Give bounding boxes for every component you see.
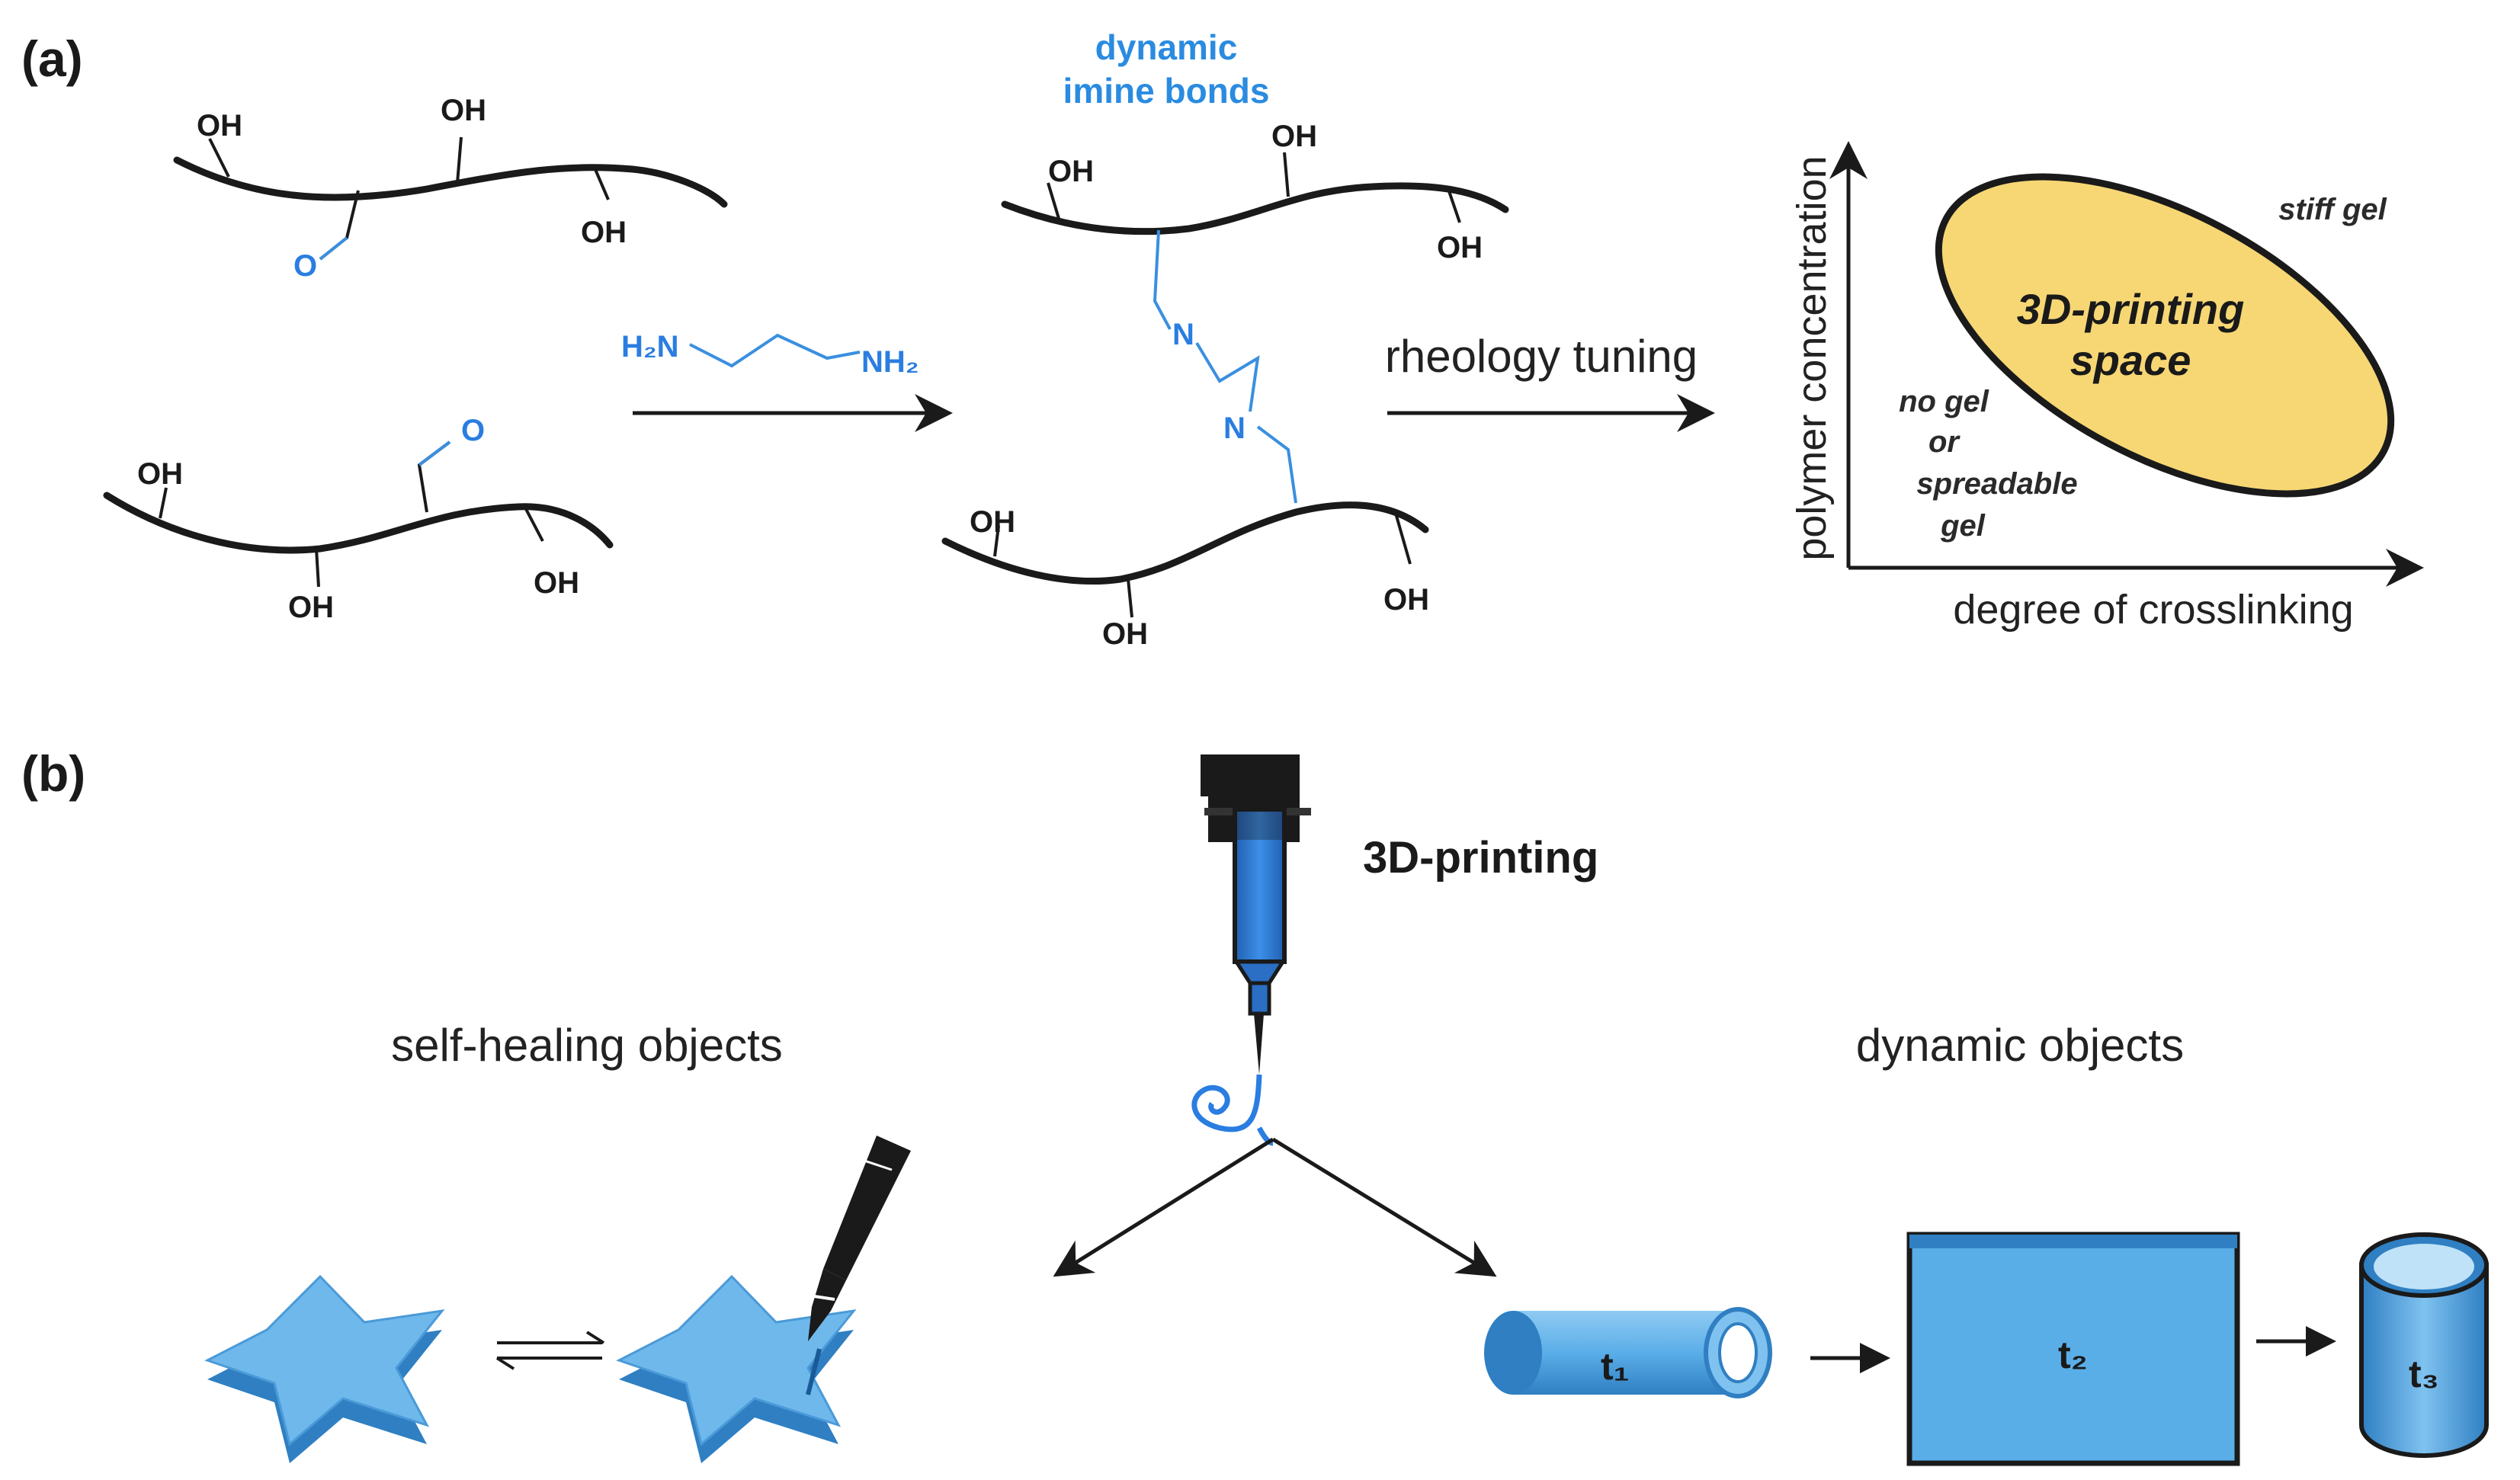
panel-label-b: (b) (21, 745, 85, 802)
arrow-to-self-healing (1053, 1137, 1274, 1277)
oh-label: OH (1383, 583, 1429, 617)
no-gel-line4: gel (1940, 509, 1986, 543)
oh-label: OH (970, 505, 1015, 539)
oh-label: OH (1437, 231, 1483, 264)
oh-label: OH (1271, 120, 1317, 153)
dynamic-objects-label: dynamic objects (1856, 1020, 2184, 1071)
imine-n-label: N (1172, 318, 1194, 351)
dynamic-heading-line2: imine bonds (1063, 71, 1270, 111)
no-gel-line2: or (1928, 425, 1961, 459)
t1-label: t₁ (1601, 1345, 1629, 1388)
oh-label: OH (1102, 617, 1148, 651)
imine-n-label: N (1223, 412, 1246, 445)
no-gel-line3: spreadable (1916, 467, 2077, 501)
aldehyde-o-label: O (293, 249, 317, 283)
y-axis-label: polymer concentration (1789, 155, 1835, 560)
panel-label-a: (a) (21, 30, 83, 87)
tube-icon: t₁ (1484, 1307, 1772, 1398)
aldehyde-o-label: O (461, 414, 485, 447)
nh2-label: NH₂ (861, 345, 919, 379)
t3-label: t₃ (2409, 1353, 2439, 1395)
star-icon (204, 1274, 445, 1463)
rheology-label: rheology tuning (1385, 331, 1698, 382)
diamine-reagent: H₂N NH₂ (621, 330, 919, 379)
arrow-to-dynamic (1271, 1137, 1497, 1277)
x-axis-label: degree of crosslinking (1953, 587, 2353, 633)
t2-label: t₂ (2058, 1334, 2088, 1376)
polymer-chain-1: OH OH OH O (173, 94, 728, 283)
printing-space-ellipse (1935, 173, 2395, 498)
crosslinked-product: OH OH OH N N OH OH OH (941, 120, 1509, 651)
printing-label: 3D-printing (1363, 833, 1598, 883)
scalpel-icon (808, 1136, 911, 1341)
oh-label: OH (441, 94, 486, 127)
no-gel-line1: no gel (1899, 385, 1989, 418)
oh-label: OH (534, 566, 579, 600)
phase-diagram: polymer concentration degree of crosslin… (1789, 141, 2424, 633)
h2n-label: H₂N (621, 330, 679, 364)
oh-label: OH (581, 216, 627, 249)
oh-label: OH (197, 109, 242, 143)
polymer-chain-2: OH OH OH O (103, 414, 614, 624)
stiff-gel-label: stiff gel (2278, 193, 2387, 226)
syringe-icon (1191, 754, 1311, 1146)
dynamic-heading-line1: dynamic (1095, 27, 1238, 67)
printing-space-line1: 3D-printing (2017, 285, 2245, 333)
self-healing-label: self-healing objects (391, 1020, 783, 1071)
equilibrium-arrows (495, 1331, 605, 1370)
oh-label: OH (1048, 155, 1094, 188)
cylinder-icon: t₃ (2359, 1232, 2489, 1458)
printing-space-line2: space (2070, 336, 2191, 384)
sheet-icon: t₂ (1906, 1232, 2240, 1466)
oh-label: OH (288, 591, 334, 624)
oh-label: OH (137, 457, 183, 491)
